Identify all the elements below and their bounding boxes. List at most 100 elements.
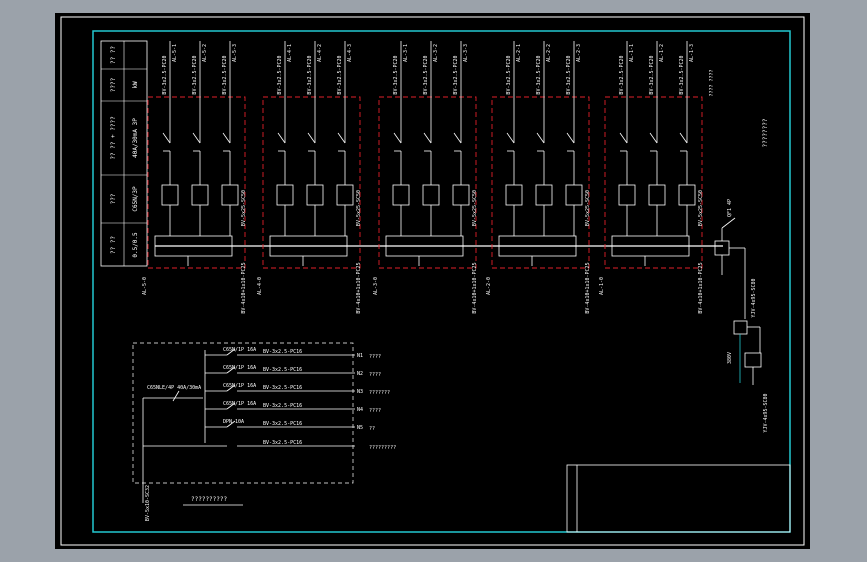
branch-switch xyxy=(566,132,575,144)
circuit-cable-label: BV-3x2.5-PC16 xyxy=(263,385,302,391)
incoming-feeder: ???????? ???? ???? QF1 4P YJV-4x95-SC80 … xyxy=(709,69,769,432)
meter-unit xyxy=(336,184,354,206)
meter-unit xyxy=(452,184,470,206)
load-cable-label: BV-3x2.5-PC20 xyxy=(393,55,399,94)
circuit-cable-label: BV-3x2.5-PC16 xyxy=(263,421,302,427)
panel-dashed-box xyxy=(147,96,246,269)
legend-label-3: ??? xyxy=(110,193,117,204)
branch-switch xyxy=(307,132,316,144)
legend-label-0: ?? ?? xyxy=(110,46,117,64)
load-cable-label: BV-3x2.5-PC20 xyxy=(222,55,228,94)
meter-spec-label: 380V xyxy=(727,352,733,364)
load-cable-label: BV-3x2.5-PC20 xyxy=(566,55,572,94)
branch-switch xyxy=(423,132,432,144)
main-switch-box xyxy=(714,240,730,256)
circuit-phase-label: N3 xyxy=(357,389,363,395)
load-cable-label: BV-3x2.5-PC20 xyxy=(192,55,198,94)
load-label: AL-2-2 xyxy=(546,44,552,62)
panel-cable-top: BV-5x25-SC50 xyxy=(356,190,362,226)
panel-al-1: AL-1-1BV-3x2.5-PC20 AL-1-2BV-3x2.5-PC20 AL… xyxy=(599,41,704,314)
circuit-breaker xyxy=(226,402,236,410)
circuit-cable-label: BV-3x2.5-PC16 xyxy=(263,403,302,409)
load-label: AL-4-3 xyxy=(347,44,353,62)
legend-spec-0: kW xyxy=(132,81,139,89)
meter-unit xyxy=(422,184,440,206)
circuit-phase-label: N5 xyxy=(357,425,363,431)
outer-frame xyxy=(60,16,805,546)
legend-table: ?? ?? ???? ?? ?? + ???? ??? ?? ?? kW 40A… xyxy=(100,40,148,267)
schematic-diagram: ?? ?? ???? ?? ?? + ???? ??? ?? ?? kW 40A… xyxy=(60,16,805,546)
branch-switch xyxy=(506,132,515,144)
panel-al-4: AL-4-1BV-3x2.5-PC20AL-4-2BV-3x2.5-PC20AL… xyxy=(257,41,362,314)
panel-cable-top: BV-5x25-SC50 xyxy=(472,190,478,226)
circuit-breaker-label: C65N/1P 16A xyxy=(223,383,256,389)
load-cable-label: BV-3x2.5-PC20 xyxy=(649,55,655,94)
load-cable-label: BV-3x2.5-PC20 xyxy=(536,55,542,94)
panel-cable-bottom: BV-4x10+1x10-PC25 xyxy=(472,262,478,313)
sub-panel-box xyxy=(132,342,354,484)
sub-panel-caption: ?????????? xyxy=(191,496,228,503)
load-cable-label: BV-3x2.5-PC20 xyxy=(277,55,283,94)
top-note: ???????? xyxy=(762,118,769,147)
circuit-breaker-label: C65N/1P 16A xyxy=(223,347,256,353)
meter-unit xyxy=(191,184,209,206)
load-label: AL-1-3 xyxy=(689,44,695,62)
meter-cable-label: YJV-4x95-SC80 xyxy=(763,393,769,432)
switch-label: QF1 4P xyxy=(727,199,733,217)
circuit-note: ?? xyxy=(369,426,375,432)
meter-unit xyxy=(392,184,410,206)
circuit-breaker xyxy=(226,420,236,428)
branch-switch xyxy=(393,132,402,144)
panel-dashed-box xyxy=(262,96,361,269)
panel-cable-bottom: BV-4x10+1x10-PC25 xyxy=(698,262,704,313)
meter-unit xyxy=(221,184,239,206)
load-cable-label: BV-3x2.5-PC20 xyxy=(453,55,459,94)
circuit-note: ???? xyxy=(369,408,381,414)
branch-switch xyxy=(277,132,286,144)
load-cable-label: BV-3x2.5-PC20 xyxy=(679,55,685,94)
load-label: AL-5-1 xyxy=(172,44,178,62)
panel-dashed-box xyxy=(491,96,590,269)
branch-switch xyxy=(679,132,688,144)
meter-unit xyxy=(648,184,666,206)
branch-switch xyxy=(649,132,658,144)
distribution-panels: AL-5-1BV-3x2.5-PC20AL-5-2BV-3x2.5-PC20AL… xyxy=(142,41,704,314)
panel-dashed-box xyxy=(378,96,477,269)
circuit-breaker-label: DPN 10A xyxy=(223,419,244,425)
panel-feeder-label: AL-5-0 xyxy=(142,277,148,295)
branch-switch xyxy=(162,132,171,144)
legend-label-1: ???? xyxy=(110,77,117,92)
meter-unit xyxy=(678,184,696,206)
load-label: AL-5-3 xyxy=(232,44,238,62)
panel-busbar-box xyxy=(611,235,690,257)
load-cable-label: BV-3x2.5-PC20 xyxy=(337,55,343,94)
circuit-note: ???? xyxy=(369,372,381,378)
load-label: AL-1-1 xyxy=(629,44,635,62)
circuit-breaker-label: C65N/1P 16A xyxy=(223,401,256,407)
panel-feeder-label: AL-3-0 xyxy=(373,277,379,295)
legend-label-4: ?? ?? xyxy=(110,236,117,254)
circuit-cable-label: BV-3x2.5-PC16 xyxy=(263,440,302,446)
load-cable-label: BV-3x2.5-PC20 xyxy=(619,55,625,94)
load-cable-label: BV-3x2.5-PC20 xyxy=(162,55,168,94)
load-label: AL-2-1 xyxy=(516,44,522,62)
load-label: AL-4-1 xyxy=(287,44,293,62)
load-cable-label: BV-3x2.5-PC20 xyxy=(307,55,313,94)
panel-cable-top: BV-5x25-SC50 xyxy=(585,190,591,226)
panel-cable-bottom: BV-4x10+1x10-PC25 xyxy=(356,262,362,313)
panel-busbar-box xyxy=(498,235,577,257)
panel-al-2: AL-2-1BV-3x2.5-PC20 AL-2-2BV-3x2.5-PC20AL… xyxy=(486,41,591,314)
load-label: AL-3-1 xyxy=(403,44,409,62)
panel-al-5: AL-5-1BV-3x2.5-PC20AL-5-2BV-3x2.5-PC20AL… xyxy=(142,41,247,314)
load-label: AL-1-2 xyxy=(659,44,665,62)
branch-switch xyxy=(192,132,201,144)
panel-cable-top: BV-5x25-SC50 xyxy=(698,190,704,226)
circuit-note: ????????? xyxy=(369,445,396,451)
panel-cable-top: BV-5x25-SC50 xyxy=(241,190,247,226)
load-label: AL-3-2 xyxy=(433,44,439,62)
circuit-phase-label: N2 xyxy=(357,371,363,377)
panel-feeder-label: AL-2-0 xyxy=(486,277,492,295)
